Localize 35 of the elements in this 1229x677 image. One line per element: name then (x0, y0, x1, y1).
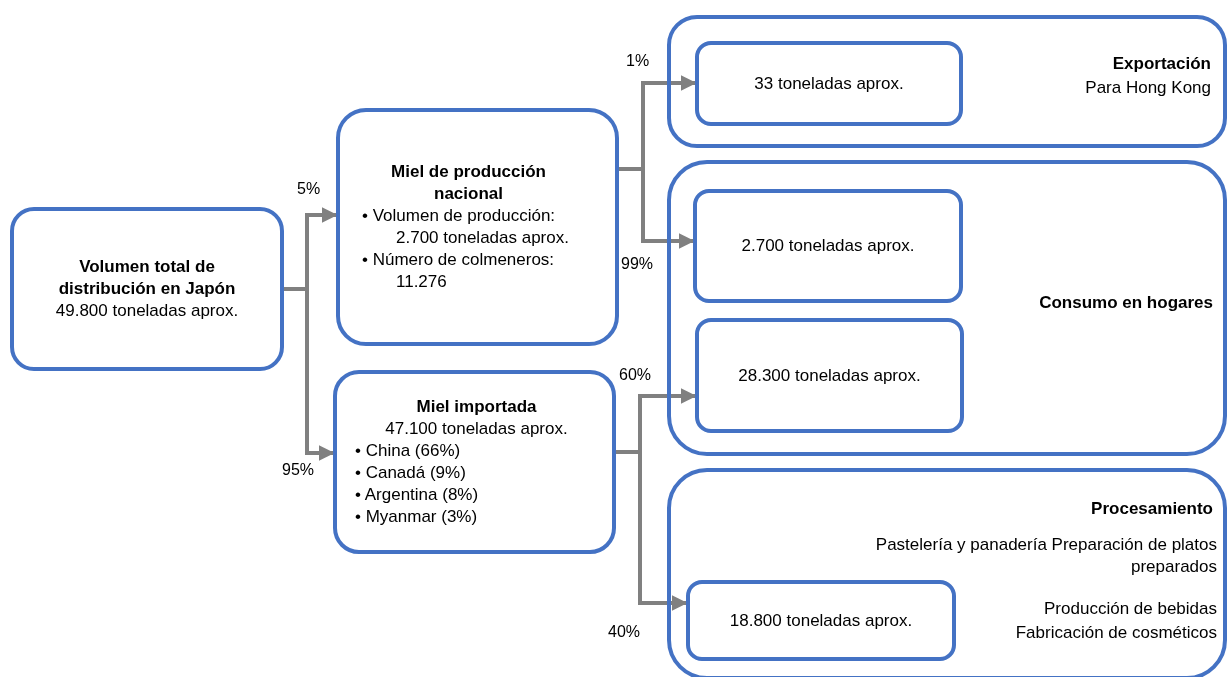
process-box (695, 318, 964, 433)
box-text: 47.100 toneladas aprox. (385, 418, 568, 440)
list-item: • Número de colmeneros: 11.276 (362, 249, 556, 293)
group-text: Para Hong Kong (1084, 77, 1211, 99)
group-text: Pastelería y panadería Preparación de platos preparados (874, 534, 1217, 578)
group-box (667, 160, 1227, 456)
arrow (619, 167, 695, 249)
arrow (284, 287, 335, 461)
arrow (616, 450, 688, 611)
list-item: • Canadá (9%) (355, 462, 467, 484)
group-text: Fabricación de cosméticos (1014, 622, 1217, 644)
list-item: • Argentina (8%) (355, 484, 480, 506)
process-box (693, 189, 963, 303)
box-text: 33 toneladas aprox. (754, 72, 904, 95)
process-box (10, 207, 284, 371)
box-heading: Miel importada (416, 396, 537, 418)
box-text: 28.300 toneladas aprox. (738, 364, 921, 387)
box-text: 49.800 toneladas aprox. (55, 300, 239, 322)
group-heading: Exportación (1111, 53, 1211, 75)
group-heading: Procesamiento (1090, 498, 1213, 520)
list-item: • Volumen de producción: 2.700 toneladas aprox. (362, 205, 570, 249)
box-heading: Volumen total de distribución en Japón (57, 256, 237, 300)
group-text: Producción de bebidas (1043, 598, 1217, 620)
process-box (695, 41, 963, 126)
group-box (667, 468, 1227, 677)
process-box (336, 108, 619, 346)
group-box (667, 15, 1227, 148)
box-heading: Miel de producción nacional (390, 161, 547, 205)
process-box (686, 580, 956, 661)
process-box (333, 370, 616, 554)
list-item: • Myanmar (3%) (355, 506, 479, 528)
box-text: 2.700 toneladas aprox. (741, 235, 915, 257)
box-text: 18.800 toneladas aprox. (729, 609, 913, 632)
list-item: • China (66%) (355, 440, 462, 462)
group-heading: Consumo en hogares (1038, 292, 1213, 314)
